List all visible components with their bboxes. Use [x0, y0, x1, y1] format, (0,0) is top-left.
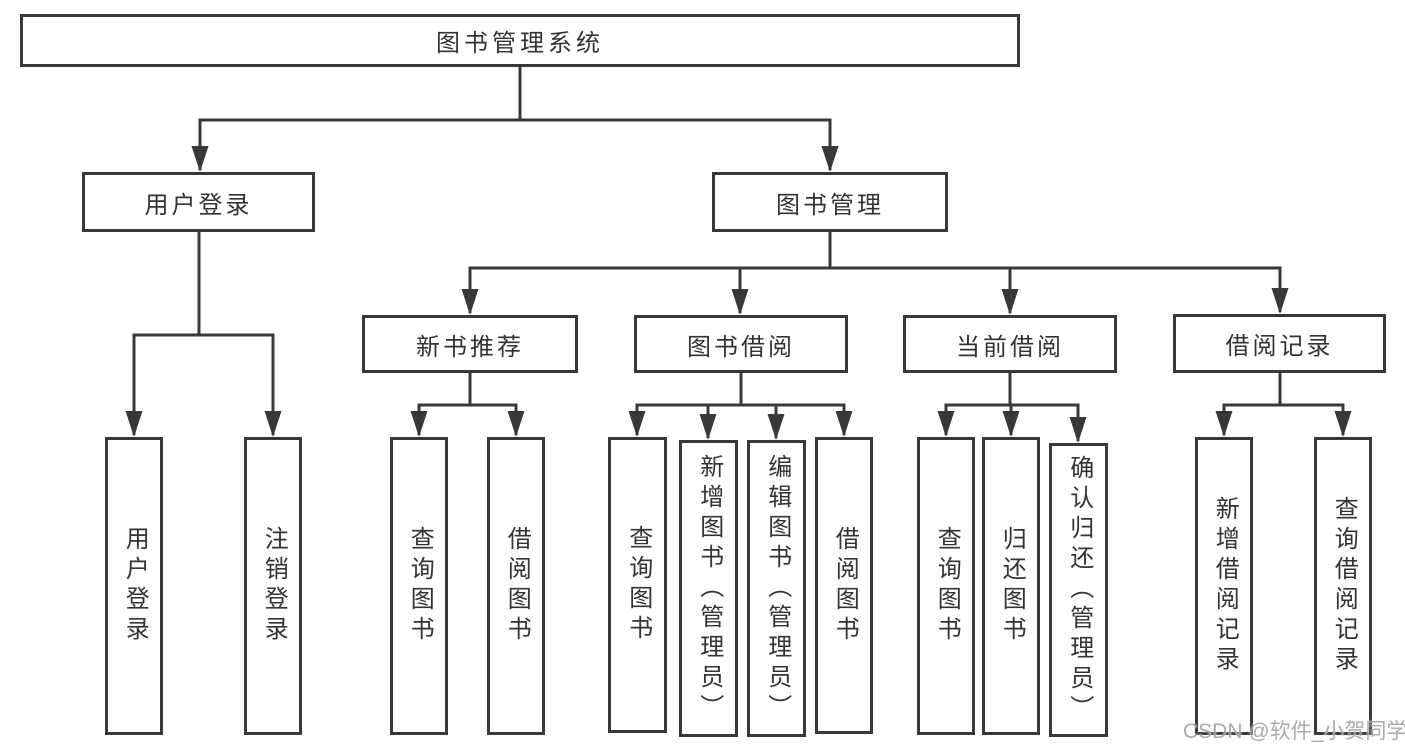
leaf-record-add-label: 新增借阅记录: [1211, 496, 1239, 676]
leaf-borrow-add-admin: 新增图书（管理员）: [679, 440, 738, 737]
node-current-borrowing: 当前借阅: [903, 315, 1117, 373]
leaf-newbook-query: 查询图书: [390, 437, 448, 735]
node-new-book-recommend: 新书推荐: [362, 315, 578, 373]
node-current-borrowing-label: 当前借阅: [956, 333, 1064, 361]
node-book-borrowing-label: 图书借阅: [687, 333, 795, 361]
node-library-system-label: 图书管理系统: [436, 30, 604, 57]
leaf-newbook-borrow: 借阅图书: [487, 437, 545, 735]
leaf-current-confirm-admin-label: 确认归还（管理员）: [1065, 455, 1093, 725]
leaf-borrow-book-label: 借阅图书: [831, 525, 859, 646]
leaf-logout: 注销登录: [244, 437, 302, 735]
node-book-management: 图书管理: [712, 172, 948, 232]
leaf-user-login-label: 用户登录: [121, 526, 149, 646]
node-book-borrowing: 图书借阅: [634, 315, 848, 373]
leaf-record-query-label: 查询借阅记录: [1330, 496, 1358, 676]
leaf-record-query: 查询借阅记录: [1314, 437, 1372, 735]
node-borrowing-records: 借阅记录: [1173, 314, 1386, 373]
leaf-current-confirm-admin: 确认归还（管理员）: [1049, 443, 1108, 737]
leaf-borrow-add-admin-label: 新增图书（管理员）: [695, 453, 723, 724]
leaf-current-return-label: 归还图书: [998, 526, 1026, 646]
leaf-newbook-query-label: 查询图书: [406, 526, 434, 646]
leaf-borrow-query-label: 查询图书: [624, 525, 652, 645]
leaf-borrow-edit-admin: 编辑图书（管理员）: [747, 440, 806, 737]
leaf-borrow-edit-admin-label: 编辑图书（管理员）: [763, 453, 791, 724]
leaf-current-return: 归还图书: [982, 437, 1040, 735]
node-new-book-recommend-label: 新书推荐: [416, 333, 524, 361]
leaf-current-query: 查询图书: [917, 437, 975, 735]
node-book-management-label: 图书管理: [776, 191, 884, 219]
node-user-login-label: 用户登录: [144, 191, 253, 219]
node-borrowing-records-label: 借阅记录: [1225, 333, 1334, 360]
leaf-borrow-query: 查询图书: [608, 437, 667, 733]
leaf-logout-label: 注销登录: [260, 526, 288, 646]
leaf-current-query-label: 查询图书: [933, 526, 961, 646]
leaf-borrow-book: 借阅图书: [815, 437, 873, 734]
node-library-system: 图书管理系统: [20, 14, 1020, 67]
csdn-watermark: CSDN @软件_小贺同学: [1183, 720, 1405, 743]
node-user-login: 用户登录: [82, 172, 315, 232]
leaf-record-add: 新增借阅记录: [1195, 437, 1253, 735]
leaf-newbook-borrow-label: 借阅图书: [503, 526, 531, 646]
leaf-user-login: 用户登录: [105, 437, 163, 735]
